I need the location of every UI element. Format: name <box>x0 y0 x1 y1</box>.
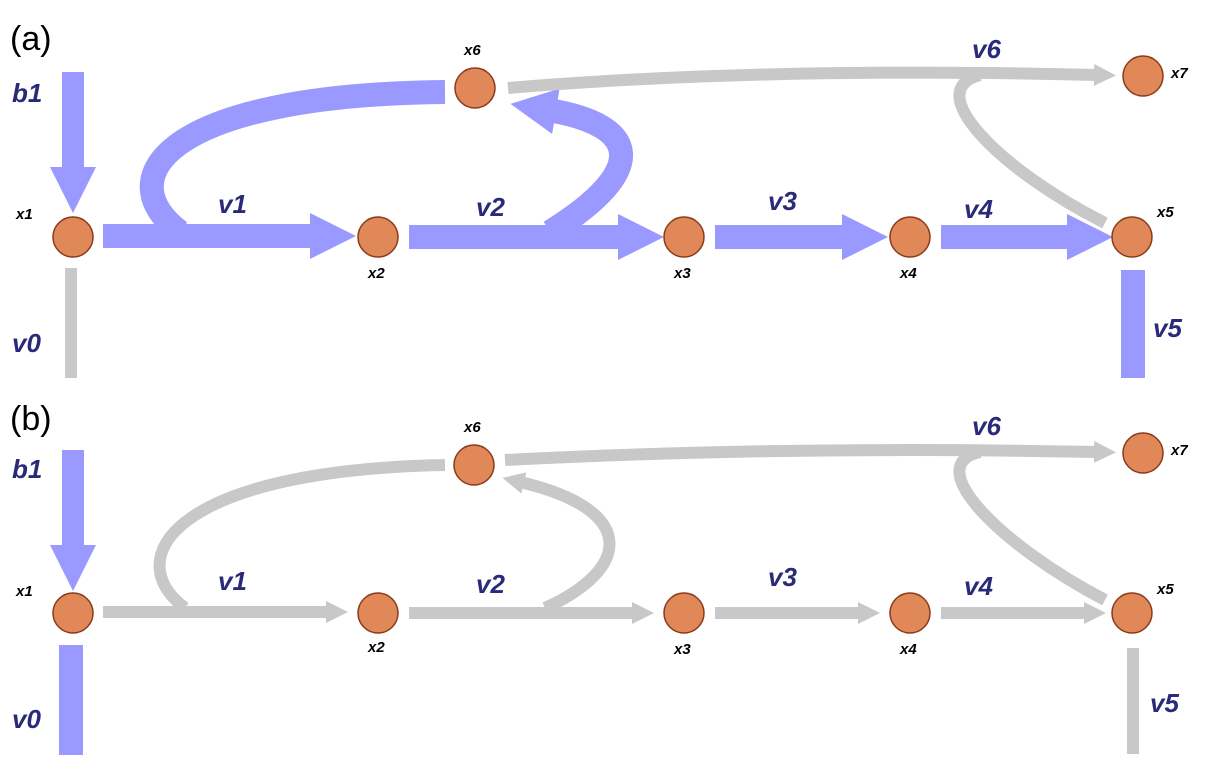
node-x4-label: x4 <box>899 265 917 282</box>
node-x1-label: x1 <box>15 206 33 223</box>
node-x2 <box>357 216 399 258</box>
flux-v6-label: v6 <box>972 411 1001 441</box>
node-x5 <box>1111 216 1153 258</box>
node-x5-label: x5 <box>1156 204 1174 221</box>
node-x2 <box>357 592 399 634</box>
flux-v3-label: v3 <box>768 186 797 216</box>
node-x5-label: x5 <box>1156 581 1174 598</box>
node-x5 <box>1111 592 1153 634</box>
flux-v5-label: v5 <box>1153 313 1182 343</box>
flux-v1-label: v1 <box>218 189 247 219</box>
node-x1-label: x1 <box>15 583 33 600</box>
flux-x1-to-x6-curve <box>139 80 446 242</box>
flux-x6-to-x7-arrow <box>507 63 1116 94</box>
flux-v0-label: v0 <box>12 328 41 358</box>
node-x1 <box>52 592 94 634</box>
node-x1 <box>52 216 94 258</box>
flux-v0-label: v0 <box>12 704 41 734</box>
node-x3 <box>663 592 705 634</box>
node-x7 <box>1122 432 1164 474</box>
node-x3 <box>663 216 705 258</box>
node-x6-label: x6 <box>463 419 481 436</box>
node-x6 <box>453 444 495 486</box>
flux-b1-label: b1 <box>12 78 42 108</box>
panel-b: (b) x1 x2 x3 x4 x5 x6 x7 b1 v0 v1 v2 v <box>10 400 1188 755</box>
flux-x6-to-x7-arrow <box>504 440 1116 466</box>
flux-b1-label: b1 <box>12 454 42 484</box>
flux-v4-label: v4 <box>964 194 993 224</box>
flux-x2-to-x6-curve <box>510 88 633 243</box>
flux-v1-label: v1 <box>218 566 247 596</box>
node-x3-label: x3 <box>673 641 691 658</box>
panel-a-label: (a) <box>10 20 52 58</box>
flux-x5-to-v6-curve <box>953 446 1108 606</box>
node-x7-label: x7 <box>1170 442 1188 459</box>
flux-x2-to-x6-curve <box>502 472 616 614</box>
node-x7-label: x7 <box>1170 65 1188 82</box>
node-x4 <box>889 216 931 258</box>
node-x2-label: x2 <box>367 639 385 656</box>
node-x6-label: x6 <box>463 42 481 59</box>
node-x3-label: x3 <box>673 265 691 282</box>
flux-v6-label: v6 <box>972 34 1001 64</box>
panel-a: (a) x1 x2 x3 x4 x5 x6 x7 b1 v0 v1 v2 v <box>10 20 1188 378</box>
node-x6 <box>454 67 496 109</box>
panel-b-label: (b) <box>10 400 52 438</box>
flux-v3-label: v3 <box>768 562 797 592</box>
flux-v2-label: v2 <box>476 192 505 222</box>
node-x4-label: x4 <box>899 641 917 658</box>
flux-x1-to-x6-curve <box>153 459 446 613</box>
flux-v5-label: v5 <box>1150 688 1179 718</box>
flux-v4-label: v4 <box>964 571 993 601</box>
flux-x5-to-v6-curve <box>953 69 1108 229</box>
node-x4 <box>889 592 931 634</box>
flux-v2-label: v2 <box>476 569 505 599</box>
node-x7 <box>1122 55 1164 97</box>
node-x2-label: x2 <box>367 265 385 282</box>
